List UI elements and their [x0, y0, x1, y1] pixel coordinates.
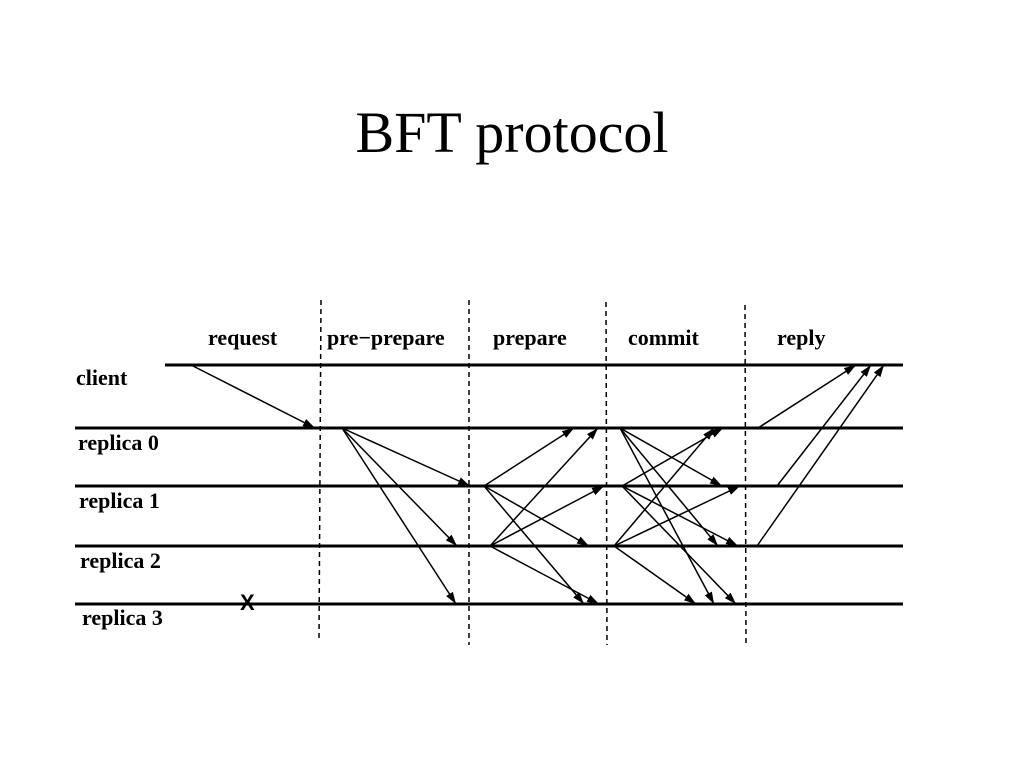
phase-dividers — [318, 299, 747, 646]
message-reply-replica-2-to-client — [756, 364, 885, 547]
message-request-client-to-replica-0 — [192, 365, 316, 429]
participant-label-replica-1: replica 1 — [79, 488, 160, 513]
message-prepare-replica-2-to-replica-3 — [489, 545, 600, 605]
page-title: BFT protocol — [355, 100, 669, 165]
participant-label-client: client — [76, 365, 128, 390]
message-prepare-replica-1-to-replica-3 — [483, 485, 585, 605]
message-commit-replica-1-to-replica-2 — [621, 485, 739, 547]
message-arrows — [192, 364, 885, 605]
phase-label-pre-prepare: pre−prepare — [327, 325, 445, 350]
message-preprepare-replica-0-to-replica-1 — [341, 427, 471, 487]
phase-divider — [318, 299, 322, 639]
message-commit-replica-0-to-replica-2 — [619, 427, 719, 547]
message-prepare-replica-2-to-replica-0 — [489, 427, 599, 547]
message-commit-replica-2-to-replica-1 — [613, 485, 741, 547]
phase-divider — [744, 304, 747, 646]
message-commit-replica-0-to-replica-3 — [619, 427, 715, 605]
message-commit-replica-2-to-replica-3 — [613, 545, 697, 605]
phase-label-commit: commit — [628, 325, 700, 350]
phase-label-request: request — [208, 325, 278, 350]
message-preprepare-replica-0-to-replica-2 — [341, 427, 458, 547]
participant-label-replica-2: replica 2 — [80, 548, 161, 573]
phase-label-prepare: prepare — [493, 325, 567, 350]
message-commit-replica-2-to-replica-0 — [613, 427, 715, 547]
message-reply-replica-0-to-client — [757, 364, 857, 429]
timelines — [75, 363, 903, 606]
message-preprepare-replica-0-to-replica-3 — [341, 427, 457, 605]
participant-label-replica-0: replica 0 — [78, 430, 159, 455]
phase-label-reply: reply — [777, 325, 825, 350]
message-reply-replica-1-to-client — [776, 364, 872, 487]
message-prepare-replica-1-to-replica-2 — [483, 485, 590, 547]
message-prepare-replica-2-to-replica-1 — [489, 485, 605, 547]
message-prepare-replica-1-to-replica-0 — [483, 427, 575, 487]
participant-label-replica-3: replica 3 — [82, 605, 163, 630]
phase-divider — [605, 301, 608, 646]
message-commit-replica-1-to-replica-3 — [621, 485, 737, 605]
